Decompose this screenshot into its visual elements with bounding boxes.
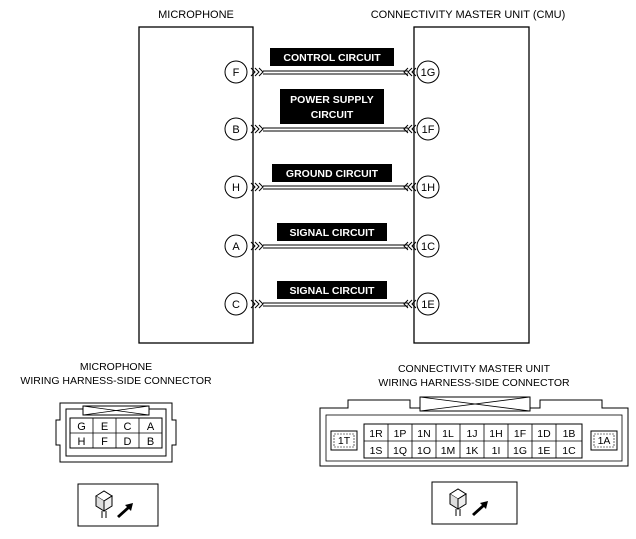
- cmu-pin: 1S: [370, 445, 383, 457]
- cmu-label: CONNECTIVITY MASTER UNIT (CMU): [371, 9, 566, 21]
- circuit-row: B 1F POWER SUPPLY CIRCUIT: [224, 89, 440, 141]
- circuit-label: SIGNAL CIRCUIT: [290, 227, 376, 239]
- cmu-connector-title: CONNECTIVITY MASTER UNIT: [398, 363, 551, 375]
- mic-connector-title: MICROPHONE: [80, 361, 152, 373]
- right-terminal-icon: [403, 182, 417, 192]
- left-pin-circle: [224, 292, 248, 316]
- cmu-pin: 1P: [394, 428, 407, 440]
- left-terminal-icon: [250, 67, 264, 77]
- cmu-pin: 1R: [369, 428, 383, 440]
- cmu-pin: 1F: [514, 428, 526, 440]
- circuit-label: SIGNAL CIRCUIT: [290, 285, 376, 297]
- cmu-connector-view-icon: [431, 481, 518, 525]
- right-pin-label: 1H: [421, 182, 435, 194]
- cmu-side-pin-left: [330, 430, 358, 451]
- right-terminal-icon: [403, 67, 417, 77]
- circuit-label-box: [270, 48, 394, 66]
- circuit-lines: F 1G CONTROL CIRCUIT B 1F POWER SUPPLY C…: [224, 48, 440, 316]
- cmu-connector-face: 1T 1A 1R 1P 1N 1L 1J 1H 1F 1D 1B 1S 1Q 1…: [319, 396, 629, 467]
- right-terminal-icon: [403, 299, 417, 309]
- mic-pin: H: [78, 436, 86, 448]
- cmu-side-pin-right: [590, 430, 618, 451]
- circuit-label-box: [272, 164, 392, 182]
- left-terminal-icon: [250, 124, 264, 134]
- circuit-row: F 1G CONTROL CIRCUIT: [224, 48, 440, 84]
- cmu-pin: 1E: [538, 445, 551, 457]
- left-pin-circle: [224, 60, 248, 84]
- right-terminal-icon: [403, 124, 417, 134]
- left-pin-circle: [224, 117, 248, 141]
- cmu-pin: 1B: [563, 428, 576, 440]
- mic-connector-subtitle: WIRING HARNESS-SIDE CONNECTOR: [20, 375, 212, 387]
- right-pin-circle: [416, 117, 440, 141]
- circuit-label: POWER SUPPLY: [290, 94, 374, 106]
- mic-pin: B: [147, 436, 154, 448]
- cmu-pin: 1T: [338, 435, 351, 447]
- cmu-connector-lock-cross: [419, 396, 531, 412]
- cmu-side-pin-right-inner: [593, 433, 615, 448]
- cmu-pin: 1C: [562, 445, 576, 457]
- cmu-pin: 1I: [492, 445, 501, 457]
- right-pin-label: 1C: [421, 241, 435, 253]
- mic-pin: D: [124, 436, 132, 448]
- cmu-pin: 1J: [466, 428, 477, 440]
- left-terminal-icon: [250, 299, 264, 309]
- circuit-label-box: [277, 281, 387, 299]
- right-pin-circle: [416, 60, 440, 84]
- right-pin-circle: [416, 234, 440, 258]
- cmu-pin: 1L: [442, 428, 454, 440]
- cmu-connector-inner: [325, 414, 623, 462]
- cmu-pin: 1K: [466, 445, 479, 457]
- mic-pin: E: [101, 421, 108, 433]
- left-pin-label: A: [232, 241, 240, 253]
- mic-pin: C: [124, 421, 132, 433]
- cmu-pin: 1M: [441, 445, 456, 457]
- circuit-row: H 1H GROUND CIRCUIT: [224, 164, 440, 199]
- cmu-pin: 1A: [598, 435, 611, 447]
- mic-connector-face: G E C A H F D B: [55, 402, 177, 463]
- left-pin-label: C: [232, 299, 240, 311]
- circuit-label: CIRCUIT: [311, 109, 354, 121]
- cmu-pin: 1N: [417, 428, 430, 440]
- cmu-pin: 1H: [489, 428, 502, 440]
- mic-connector-view-icon: [77, 483, 159, 527]
- cmu-pin: 1G: [513, 445, 527, 457]
- mic-connector-lock-cross: [82, 405, 150, 416]
- circuit-row: C 1E SIGNAL CIRCUIT: [224, 281, 440, 316]
- circuit-label-box: [277, 223, 387, 241]
- circuit-label: CONTROL CIRCUIT: [283, 52, 381, 64]
- left-pin-circle: [224, 234, 248, 258]
- cmu-pin: 1Q: [393, 445, 407, 457]
- left-terminal-icon: [250, 241, 264, 251]
- circuit-label: GROUND CIRCUIT: [286, 168, 379, 180]
- microphone-label: MICROPHONE: [158, 9, 234, 21]
- mic-pin: A: [147, 421, 155, 433]
- cmu-pin: 1O: [417, 445, 431, 457]
- right-pin-label: 1G: [421, 67, 436, 79]
- cmu-side-pin-left-inner: [333, 433, 355, 448]
- right-pin-circle: [416, 292, 440, 316]
- right-pin-label: 1F: [422, 124, 435, 136]
- left-pin-circle: [224, 175, 248, 199]
- right-terminal-icon: [403, 241, 417, 251]
- right-pin-circle: [416, 175, 440, 199]
- right-pin-label: 1E: [421, 299, 434, 311]
- cmu-connector-subtitle: WIRING HARNESS-SIDE CONNECTOR: [378, 377, 570, 389]
- mic-pin: G: [77, 421, 86, 433]
- mic-pin: F: [101, 436, 108, 448]
- left-pin-label: F: [233, 67, 240, 79]
- left-pin-label: H: [232, 182, 240, 194]
- left-terminal-icon: [250, 182, 264, 192]
- circuit-label-box: [280, 89, 384, 124]
- circuit-row: A 1C SIGNAL CIRCUIT: [224, 223, 440, 258]
- cmu-pin: 1D: [537, 428, 551, 440]
- left-pin-label: B: [232, 124, 239, 136]
